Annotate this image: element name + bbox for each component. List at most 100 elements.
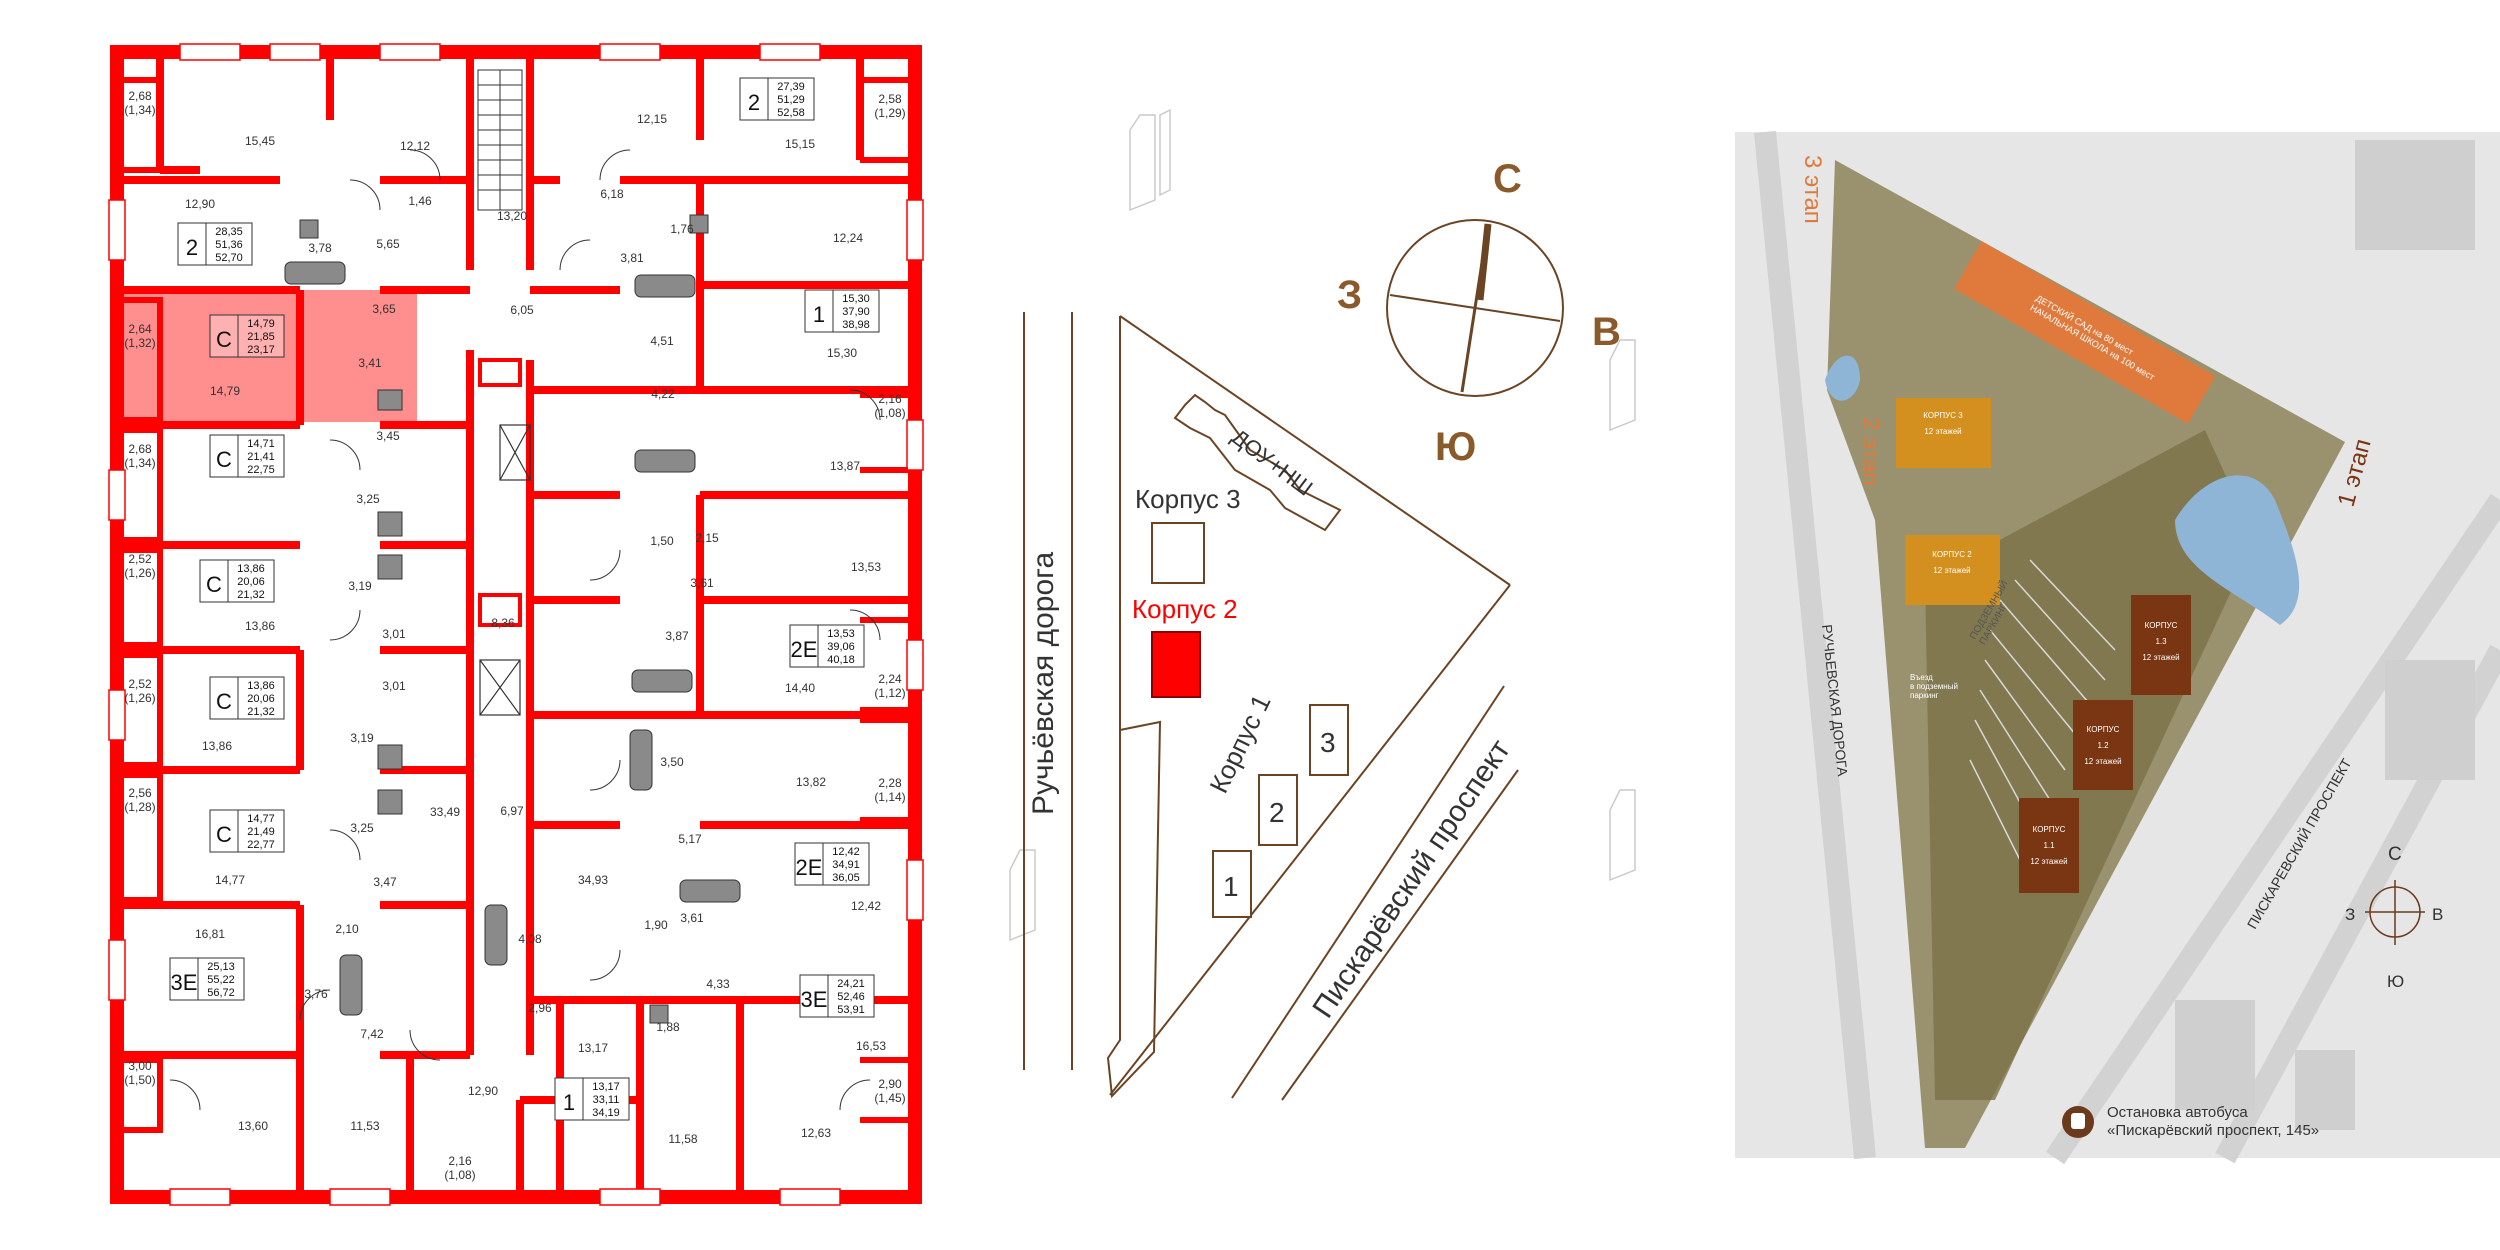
room-area-label: 8,36: [491, 616, 515, 630]
apartment-type: 2: [186, 235, 198, 260]
room-area-label: 33,49: [430, 805, 460, 819]
room-area-label: 2,64(1,32): [124, 322, 155, 350]
room-area-label: 13,86: [202, 739, 232, 753]
master-compass-west: З: [2345, 905, 2355, 924]
room-area-label: 2,52(1,26): [124, 677, 155, 705]
room-area-label: 3,25: [356, 492, 380, 506]
room-area-label: 4,08: [518, 932, 542, 946]
room-area-label: 3,78: [308, 241, 332, 255]
elevators: [478, 358, 531, 716]
room-area-label: 3,61: [680, 911, 704, 925]
compass-north: С: [1493, 157, 1522, 201]
room-area-label: 3,76: [304, 987, 328, 1001]
room-area-label: 3,19: [348, 579, 372, 593]
room-area-label: 2,68(1,34): [124, 442, 155, 470]
apartment-type: C: [216, 447, 232, 472]
room-area-label: 2,10: [335, 922, 359, 936]
room-area-label: 11,53: [350, 1119, 379, 1133]
room-area-label: 14,77: [215, 873, 245, 887]
room-area-label: 3,61: [690, 576, 714, 590]
korpus1-sections: [1212, 704, 1349, 918]
room-area-label: 2,52(1,26): [124, 552, 155, 580]
korpus2-label: Корпус 2: [1132, 594, 1238, 624]
room-area-label: 4,33: [706, 977, 730, 991]
room-area-label: 1,88: [656, 1020, 680, 1034]
korpus3-footprint: [1151, 522, 1205, 584]
bathroom-fixtures: [284, 214, 741, 1024]
buildings: [1896, 398, 2191, 893]
doy-building: [1173, 393, 1342, 532]
kindergarten-building: [1954, 241, 2216, 424]
room-area-label: 1,50: [650, 534, 674, 548]
room-area-label: 3,65: [372, 302, 396, 316]
room-area-label: 3,01: [382, 679, 406, 693]
bus-stop: Остановка автобуса«Пискарёвский проспект…: [2062, 1104, 2319, 1139]
room-area-label: 3,47: [373, 875, 397, 889]
room-area-label: 3,41: [358, 356, 382, 370]
room-area-label: 6,18: [600, 187, 624, 201]
room-area-label: 11,58: [668, 1132, 697, 1146]
section-3-label: 3: [1320, 727, 1336, 758]
room-area-label: 4,22: [651, 387, 675, 401]
room-area-label: 13,87: [830, 459, 860, 473]
section-2-label: 2: [1269, 797, 1285, 828]
room-area-label: 3,25: [350, 821, 374, 835]
master-compass-north: С: [2388, 844, 2402, 865]
compass-east: В: [1592, 310, 1621, 354]
room-area-label: 2,56(1,28): [124, 786, 155, 814]
windows: [108, 43, 924, 1206]
room-area-label: 3,81: [620, 251, 644, 265]
room-area-label: 2,28(1,14): [874, 776, 905, 804]
korpus2-footprint[interactable]: [1151, 631, 1201, 698]
master-plan: ДЕТСКИЙ САД на 80 местНАЧАЛЬНАЯ ШКОЛА на…: [1735, 130, 2500, 1165]
room-area-label: 12,15: [637, 112, 667, 126]
room-area-label: 13,82: [796, 775, 826, 789]
room-area-label: 2,16(1,08): [444, 1154, 475, 1182]
room-area-label: 7,42: [360, 1027, 384, 1041]
apartment-type: C: [216, 689, 232, 714]
korpus3-label: Корпус 3: [1135, 484, 1241, 514]
room-area-label: 2,16(1,08): [874, 392, 905, 420]
parking-hatch: [1969, 559, 2116, 861]
watermarks: [1009, 108, 1636, 942]
room-area-label: 1,76: [670, 222, 694, 236]
room-area-label: 15,30: [827, 346, 857, 360]
room-area-label: 5,17: [678, 832, 702, 846]
room-area-label: 13,60: [238, 1119, 268, 1133]
compass-south: Ю: [1435, 425, 1476, 469]
apartment-type: 3E: [171, 970, 198, 995]
room-area-label: 12,90: [468, 1084, 498, 1098]
stage2-label: 2 этап: [1857, 417, 1884, 486]
apartment-type: 1: [563, 1090, 575, 1115]
room-area-label: 3,01: [382, 627, 406, 641]
room-area-label: 15,15: [785, 137, 815, 151]
room-area-label: 3,19: [350, 731, 374, 745]
room-area-label: 12,42: [851, 899, 881, 913]
room-area-label: 14,40: [785, 681, 815, 695]
room-area-label: 34,93: [578, 873, 608, 887]
location-scheme: С З В Ю Ручьёвская дорога Пискарёвский п…: [1009, 108, 1636, 1101]
roads: [1023, 312, 1519, 1101]
room-area-label: 4,51: [650, 334, 674, 348]
